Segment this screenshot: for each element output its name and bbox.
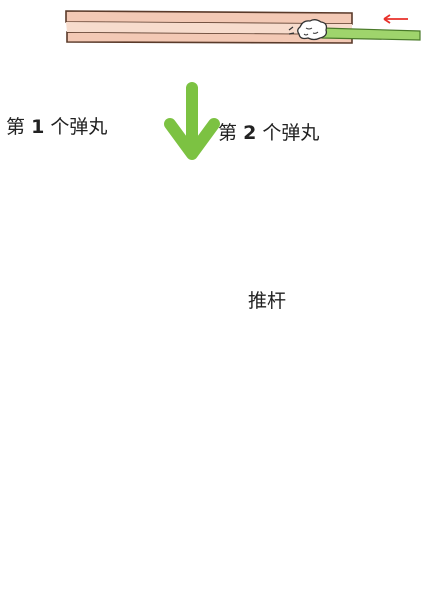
rod-step-1 <box>321 27 421 41</box>
step-1 <box>65 10 421 44</box>
label-pellet-two: 第 2 个弹丸 <box>218 122 320 144</box>
tube-step-1 <box>65 10 353 44</box>
step-arrow-1 <box>164 82 220 160</box>
pellet-step-1 <box>288 19 328 41</box>
push-arrow-step-1 <box>383 14 408 24</box>
label-plunger: 推杆 <box>248 290 287 312</box>
label-pellet-one: 第 1 个弹丸 <box>6 116 108 138</box>
